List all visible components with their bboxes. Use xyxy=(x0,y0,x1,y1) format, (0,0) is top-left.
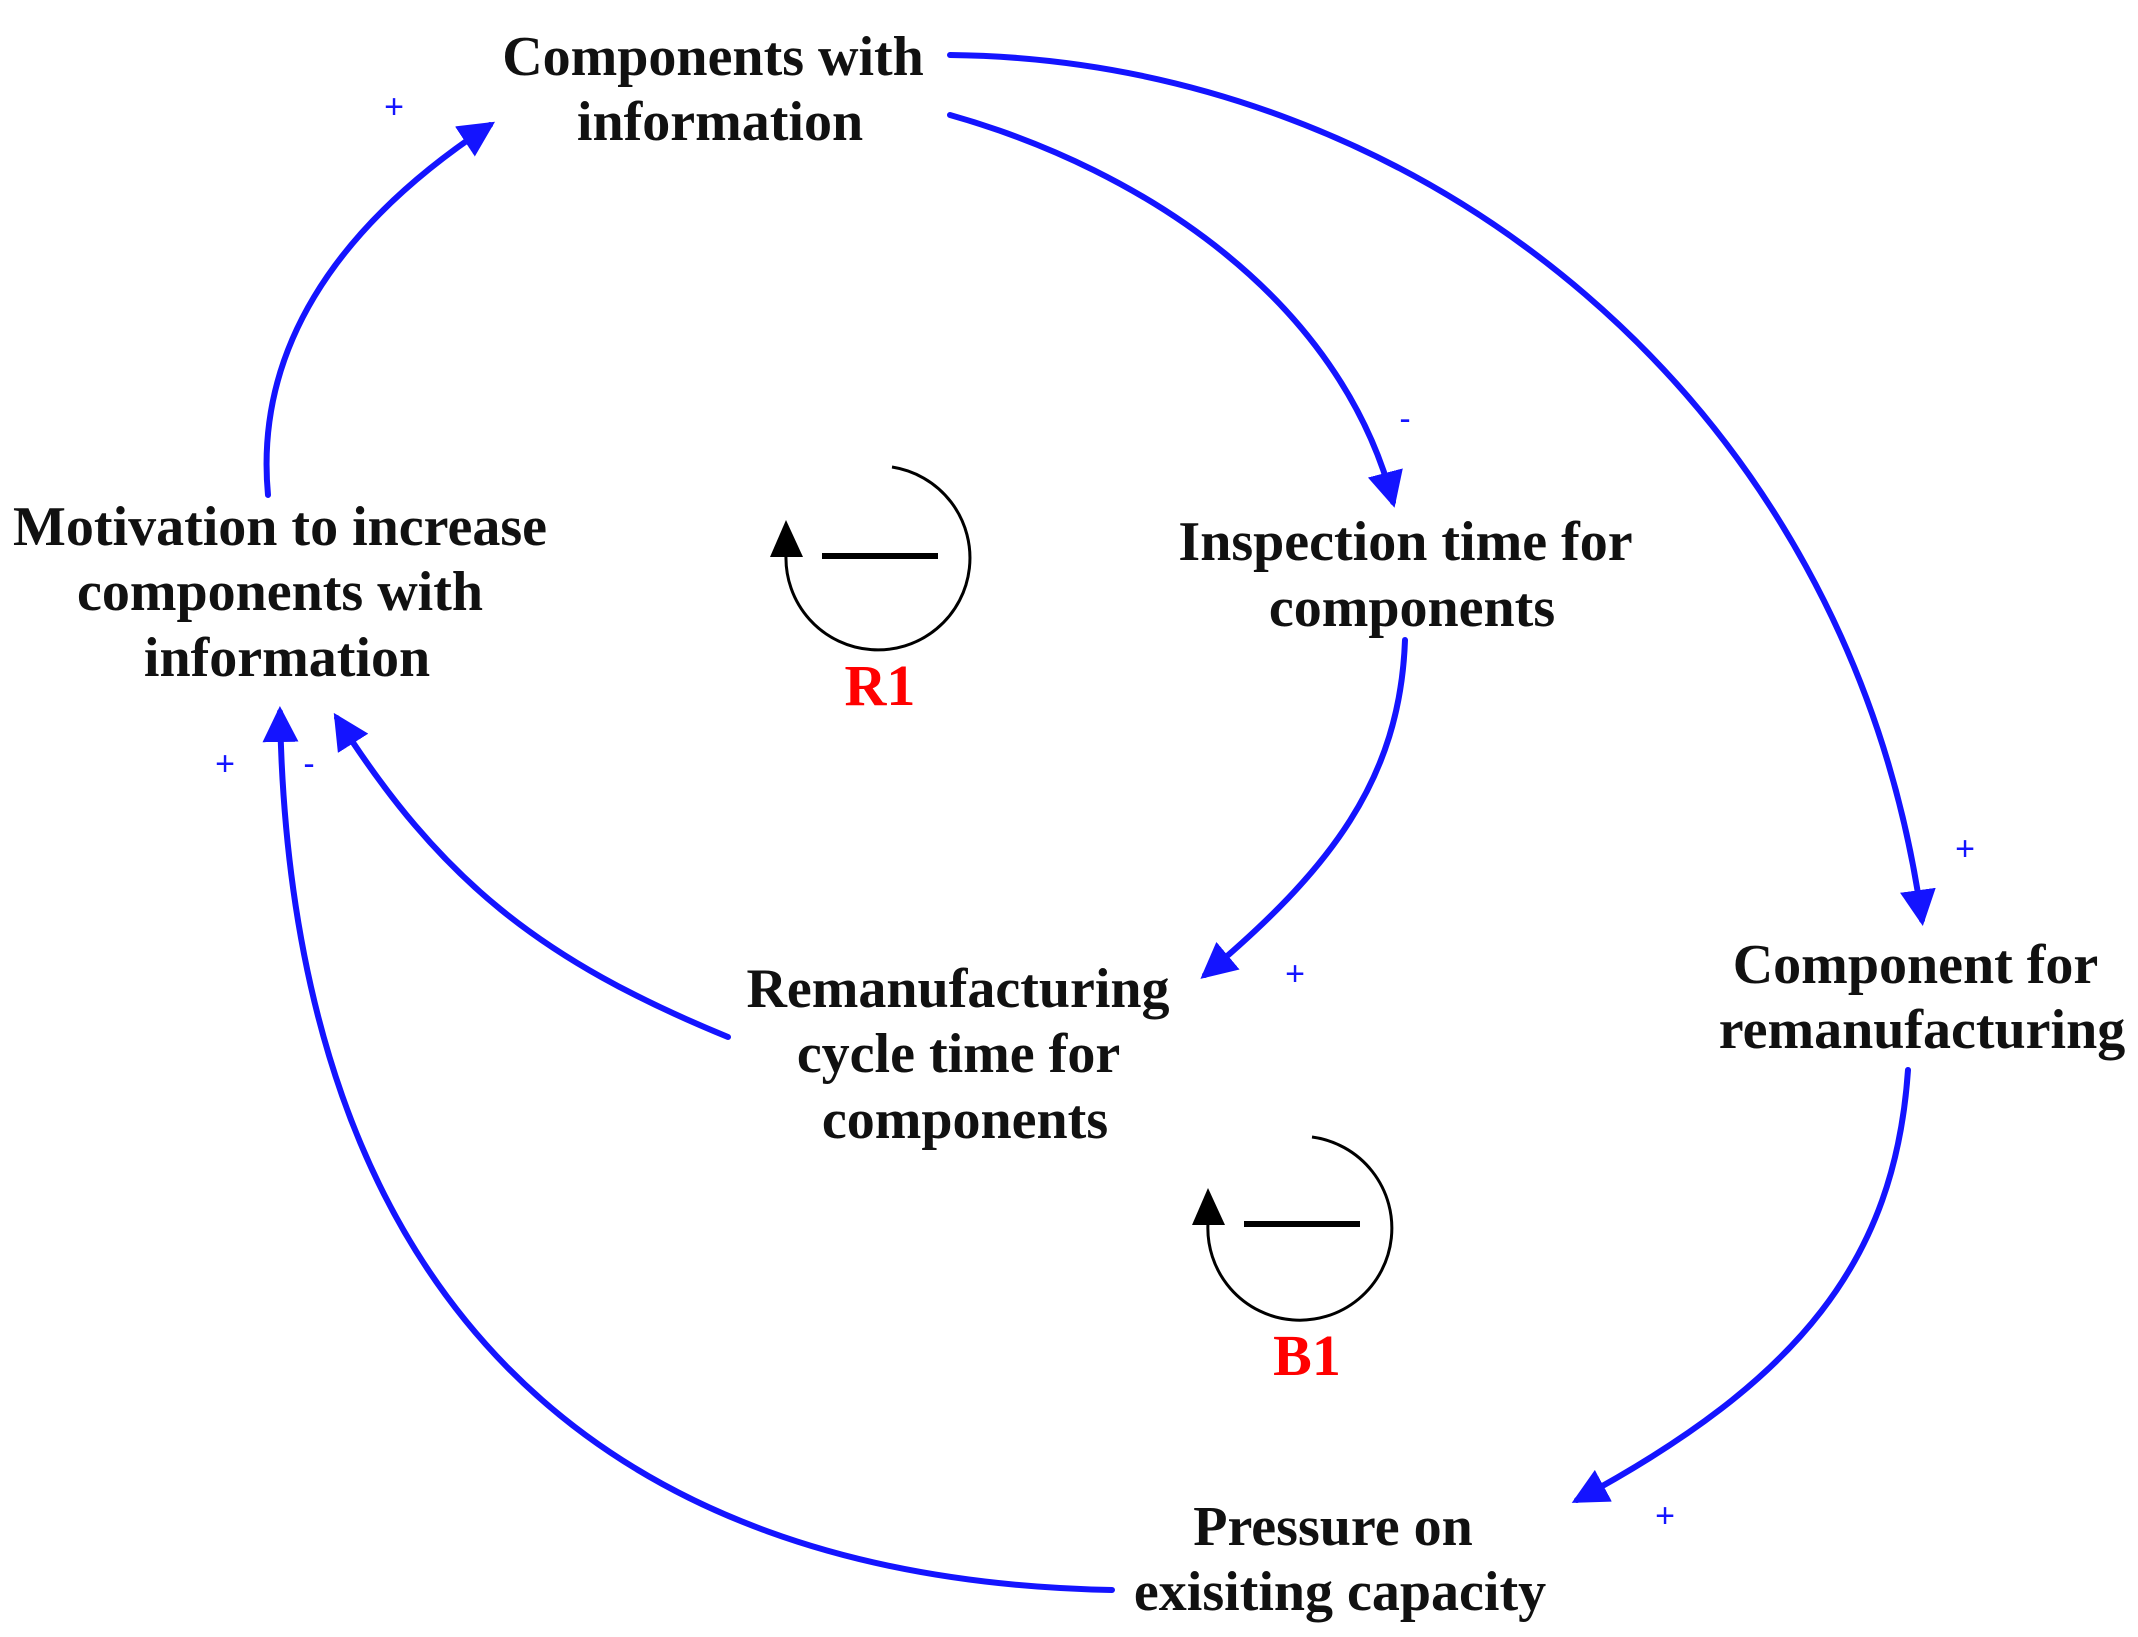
polarity-motivation-to-components: + xyxy=(384,88,404,126)
loop-arrow-icon xyxy=(1192,1188,1225,1225)
node-line: Components with xyxy=(502,26,924,88)
polarity-components-to-component-for-remanufacturing: + xyxy=(1955,830,1975,868)
node-remanufacturing-cycle-time: Remanufacturing cycle time for component… xyxy=(746,958,1183,1151)
link-motivation-to-components xyxy=(263,121,496,498)
polarity-pressure-to-motivation: + xyxy=(215,745,235,783)
node-line: components xyxy=(822,1089,1108,1151)
loop-circle-icon xyxy=(1206,1135,1394,1322)
polarity-inspection-to-remanufacturing-cycle: + xyxy=(1285,955,1305,993)
loop-marker-r1: R1 xyxy=(770,465,972,718)
link-component-for-remanufacturing-to-pressure xyxy=(1571,1067,1911,1503)
node-line: exisiting capacity xyxy=(1134,1561,1546,1623)
node-line: Component for xyxy=(1733,934,2098,996)
loop-label-b1: B1 xyxy=(1273,1323,1341,1388)
node-component-for-remanufacturing: Component for remanufacturing xyxy=(1719,934,2126,1061)
node-pressure-on-existing-capacity: Pressure on exisiting capacity xyxy=(1134,1496,1546,1623)
node-line: information xyxy=(144,627,430,689)
node-line: components xyxy=(1269,577,1555,639)
link-components-to-inspection xyxy=(947,112,1403,508)
loop-arrow-icon xyxy=(770,520,803,557)
node-inspection-time-for-components: Inspection time for components xyxy=(1178,511,1645,639)
node-line: Remanufacturing xyxy=(746,958,1169,1020)
node-line: Pressure on xyxy=(1193,1496,1472,1558)
loop-circle-icon xyxy=(784,465,972,652)
link-remanufacturing-cycle-to-motivation xyxy=(333,712,731,1040)
link-components-to-component-for-remanufacturing xyxy=(947,52,1936,926)
polarity-components-to-inspection: - xyxy=(1399,400,1410,438)
polarity-component-for-remanufacturing-to-pressure: + xyxy=(1655,1497,1675,1535)
node-line: Inspection time for xyxy=(1178,511,1631,573)
loop-label-r1: R1 xyxy=(845,653,916,718)
node-line: components with xyxy=(77,561,483,623)
node-motivation-to-increase: Motivation to increase components with i… xyxy=(13,496,561,689)
node-line: cycle time for xyxy=(797,1023,1119,1085)
link-inspection-to-remanufacturing-cycle xyxy=(1200,637,1408,979)
link-pressure-to-motivation xyxy=(262,706,1115,1593)
loop-marker-b1: B1 xyxy=(1192,1135,1394,1388)
polarity-remanufacturing-cycle-to-motivation: - xyxy=(303,745,314,783)
node-line: Motivation to increase xyxy=(13,496,547,558)
node-line: information xyxy=(577,91,863,153)
node-components-with-information: Components with information xyxy=(502,26,938,153)
node-line: remanufacturing xyxy=(1719,999,2126,1061)
